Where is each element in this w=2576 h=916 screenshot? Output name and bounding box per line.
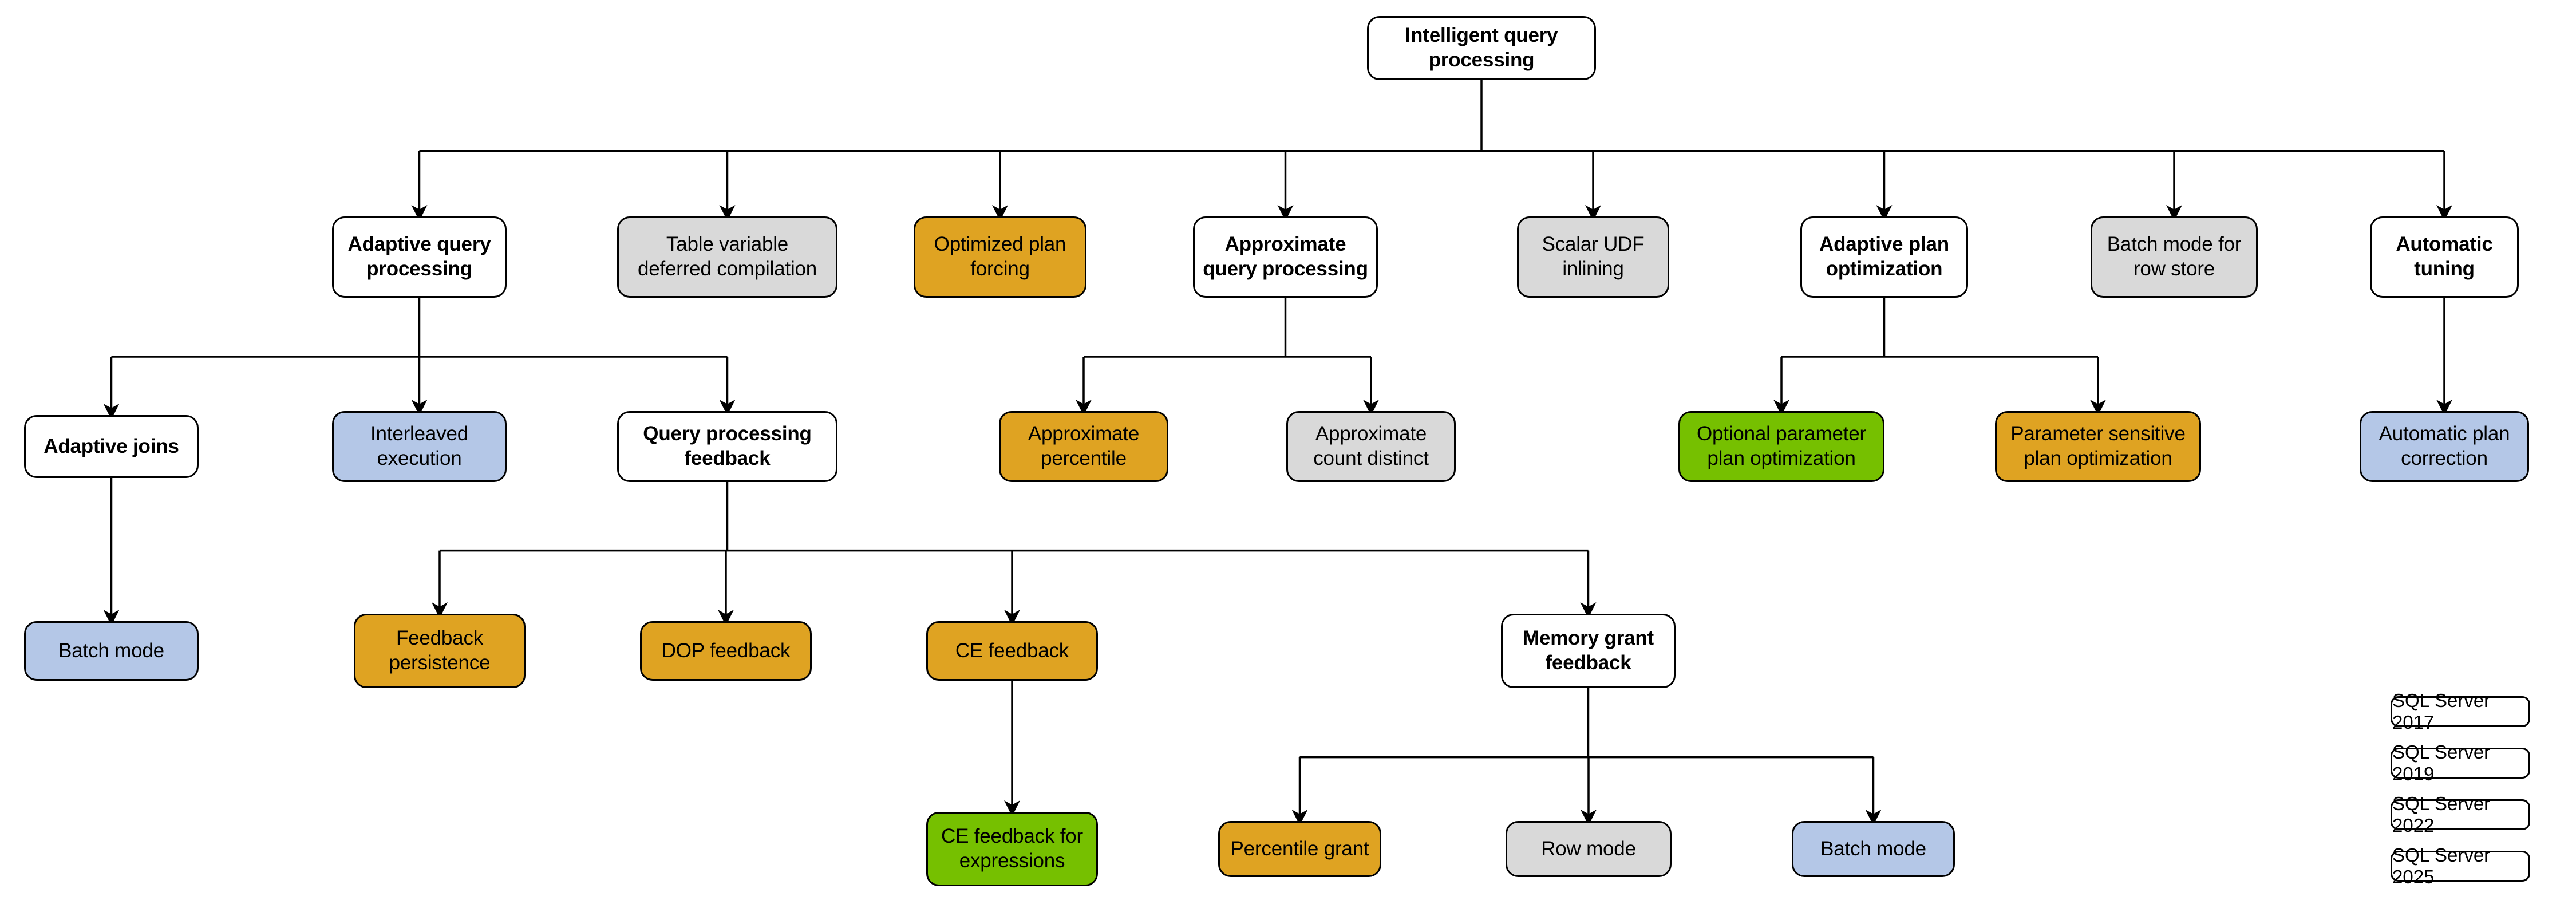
node-root[interactable]: Intelligent query processing [1367, 16, 1596, 80]
legend-item-y2022: SQL Server 2022 [2391, 793, 2530, 836]
node-bmode1[interactable]: Batch mode [24, 621, 199, 681]
node-bmrs[interactable]: Batch mode for row store [2091, 216, 2258, 298]
node-bmode2[interactable]: Batch mode [1792, 821, 1955, 877]
node-apo[interactable]: Adaptive plan optimization [1800, 216, 1968, 298]
node-oppo[interactable]: Optional parameter plan optimization [1678, 411, 1884, 482]
node-qpf[interactable]: Query processing feedback [617, 411, 837, 482]
node-cefbexp[interactable]: CE feedback for expressions [926, 812, 1098, 886]
node-apct[interactable]: Approximate percentile [999, 411, 1168, 482]
node-aqp[interactable]: Adaptive query processing [332, 216, 507, 298]
node-tvdc[interactable]: Table variable deferred compilation [617, 216, 837, 298]
node-acd[interactable]: Approximate count distinct [1286, 411, 1456, 482]
node-udf[interactable]: Scalar UDF inlining [1517, 216, 1669, 298]
node-fbpers[interactable]: Feedback persistence [354, 614, 526, 688]
node-cefb[interactable]: CE feedback [926, 621, 1098, 681]
legend-item-y2017: SQL Server 2017 [2391, 690, 2530, 733]
legend-item-y2025: SQL Server 2025 [2391, 844, 2530, 887]
node-apq[interactable]: Approximate query processing [1193, 216, 1378, 298]
node-opf[interactable]: Optimized plan forcing [914, 216, 1086, 298]
node-mgf[interactable]: Memory grant feedback [1501, 614, 1676, 688]
node-dopfb[interactable]: DOP feedback [640, 621, 812, 681]
node-apc[interactable]: Automatic plan correction [2360, 411, 2529, 482]
node-ajoins[interactable]: Adaptive joins [24, 415, 199, 478]
node-ilexec[interactable]: Interleaved execution [332, 411, 507, 482]
legend-item-y2019: SQL Server 2019 [2391, 741, 2530, 784]
node-pspo[interactable]: Parameter sensitive plan optimization [1995, 411, 2201, 482]
node-rowmode[interactable]: Row mode [1506, 821, 1672, 877]
node-pgrant[interactable]: Percentile grant [1218, 821, 1381, 877]
node-autotune[interactable]: Automatic tuning [2370, 216, 2519, 298]
